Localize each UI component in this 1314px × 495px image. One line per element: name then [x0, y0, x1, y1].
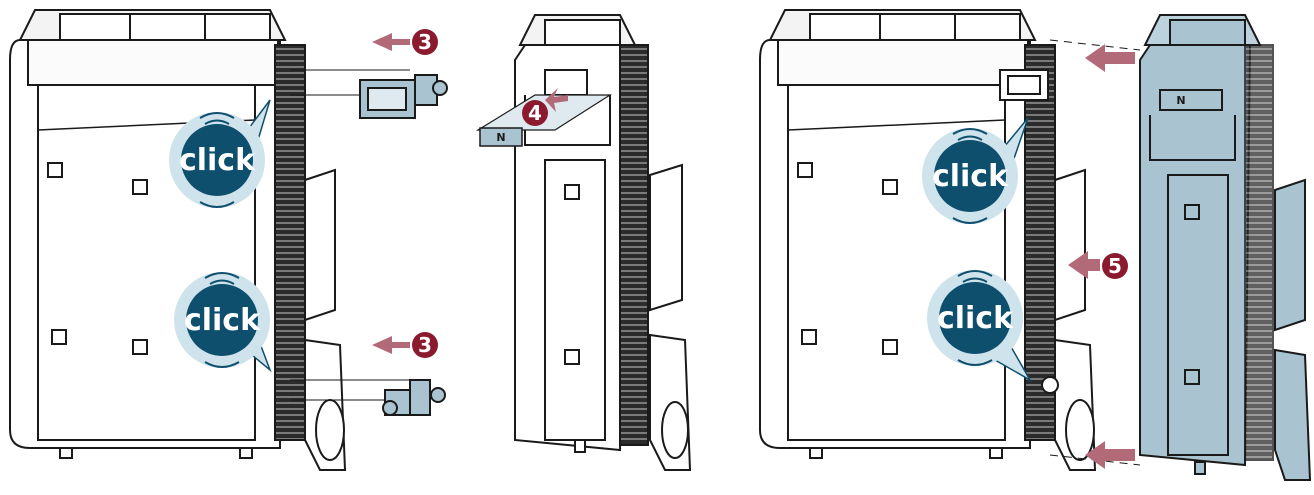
base-unit-left: [9, 9, 347, 471]
clip-top: [290, 69, 448, 119]
neutral-plate-label: N: [496, 131, 505, 144]
click-label: click: [179, 143, 256, 178]
click-label: click: [937, 301, 1014, 336]
click-label: click: [932, 159, 1009, 194]
step-arrow: 5: [1068, 251, 1128, 279]
click-bubble: click: [927, 270, 1033, 383]
step-5-badge: 5: [1108, 254, 1122, 278]
step-arrow: 3: [372, 332, 438, 358]
step-arrow: 3: [372, 29, 438, 55]
narrow-unit: [514, 14, 692, 471]
click-bubble: click: [174, 272, 272, 373]
click-label: click: [184, 303, 261, 338]
step-4-badge: 4: [528, 101, 542, 125]
click-bubble: click: [922, 117, 1029, 224]
step-arrow: [1085, 44, 1135, 72]
step-arrow: 4: [522, 88, 568, 126]
click-bubble: click: [169, 99, 271, 208]
cover-neutral-label: N: [1176, 94, 1185, 107]
step-3-badge: 3: [418, 30, 432, 54]
cover-module: N: [1139, 14, 1312, 481]
clip-bottom: [290, 379, 446, 416]
base-unit-right: [759, 9, 1097, 471]
step-3-badge: 3: [418, 333, 432, 357]
step-arrow: [1085, 441, 1135, 469]
